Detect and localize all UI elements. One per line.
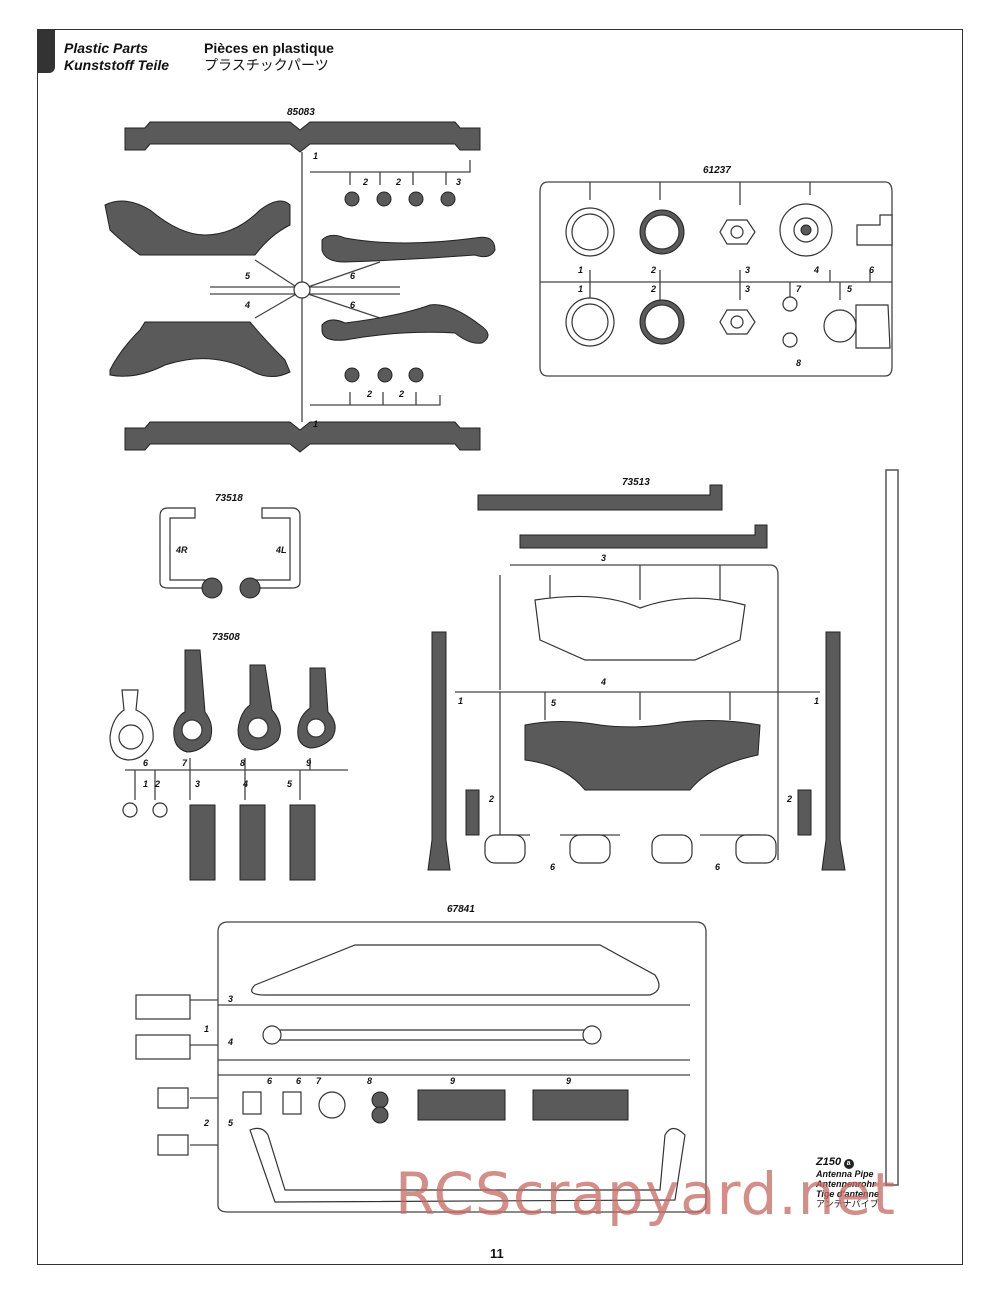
antenna-pipe (885, 469, 899, 1186)
svg-text:1: 1 (204, 1024, 209, 1034)
svg-text:5: 5 (287, 779, 293, 789)
tree-67841: 3 1 4 6 6 7 8 9 9 2 5 (135, 921, 707, 1213)
svg-text:3: 3 (745, 284, 750, 294)
part-number-73513: 73513 (622, 477, 650, 488)
antenna-code: Z150 (816, 1156, 842, 1168)
svg-text:4L: 4L (275, 545, 287, 555)
svg-text:2: 2 (650, 284, 656, 294)
svg-text:6: 6 (869, 265, 875, 275)
svg-text:6: 6 (296, 1076, 302, 1086)
svg-text:6: 6 (267, 1076, 273, 1086)
svg-text:4R: 4R (175, 545, 188, 555)
svg-text:2: 2 (650, 265, 656, 275)
tree-61237: 1 2 3 4 6 1 2 3 7 5 8 (539, 181, 893, 377)
svg-text:2: 2 (398, 389, 404, 399)
tree-73518: 4R 4L (159, 507, 301, 599)
antenna-badge: a (843, 1159, 854, 1169)
svg-text:1: 1 (313, 419, 318, 429)
svg-text:6: 6 (143, 758, 149, 768)
antenna-de: Antennenrohr (816, 1179, 876, 1189)
svg-text:7: 7 (182, 758, 188, 768)
tree-85083: 1 1 2 2 3 2 2 5 4 6 6 (104, 121, 496, 453)
antenna-jp: アンテナパイプ (816, 1199, 879, 1209)
svg-text:8: 8 (367, 1076, 372, 1086)
svg-text:3: 3 (745, 265, 750, 275)
svg-text:3: 3 (228, 994, 233, 1004)
title-en: Plastic Parts (64, 40, 149, 56)
svg-text:5: 5 (847, 284, 853, 294)
antenna-en: Antenna Pipe (816, 1169, 874, 1179)
svg-text:2: 2 (786, 794, 792, 804)
page-number: 11 (490, 1246, 504, 1261)
svg-text:2: 2 (362, 177, 368, 187)
svg-text:8: 8 (240, 758, 245, 768)
svg-text:2: 2 (366, 389, 372, 399)
svg-text:1: 1 (814, 696, 819, 706)
svg-text:1: 1 (313, 151, 318, 161)
part-number-67841: 67841 (447, 904, 475, 915)
svg-text:2: 2 (488, 794, 494, 804)
part-number-61237: 61237 (703, 165, 731, 176)
section-tab (37, 29, 55, 73)
page-frame (37, 29, 963, 1265)
svg-text:3: 3 (195, 779, 200, 789)
svg-text:7: 7 (316, 1076, 322, 1086)
svg-text:4: 4 (242, 779, 248, 789)
svg-text:6: 6 (350, 271, 356, 281)
part-number-73518: 73518 (215, 493, 243, 504)
svg-text:2: 2 (203, 1118, 209, 1128)
watermark: RCScrapyard.net (395, 1160, 896, 1228)
svg-text:3: 3 (601, 553, 606, 563)
antenna-callout: Z150 a Antenna Pipe Antennenrohr Tige d'… (816, 1156, 879, 1210)
antenna-fr: Tige d'antenne (816, 1189, 879, 1199)
svg-text:9: 9 (450, 1076, 455, 1086)
svg-text:6: 6 (350, 300, 356, 310)
svg-text:1: 1 (578, 284, 583, 294)
svg-text:3: 3 (456, 177, 461, 187)
title-fr: Pièces en plastique (204, 40, 334, 56)
svg-text:1: 1 (143, 779, 148, 789)
part-number-85083: 85083 (287, 107, 315, 118)
tree-73513: 3 4 5 1 1 2 2 6 6 (427, 484, 846, 872)
svg-text:6: 6 (550, 862, 556, 872)
svg-text:5: 5 (551, 698, 557, 708)
svg-text:2: 2 (395, 177, 401, 187)
svg-text:1: 1 (458, 696, 463, 706)
svg-text:7: 7 (796, 284, 802, 294)
svg-text:4: 4 (244, 300, 250, 310)
svg-text:9: 9 (566, 1076, 571, 1086)
svg-text:6: 6 (715, 862, 721, 872)
part-number-73508: 73508 (212, 632, 240, 643)
svg-text:5: 5 (245, 271, 251, 281)
svg-text:5: 5 (228, 1118, 234, 1128)
svg-text:4: 4 (813, 265, 819, 275)
svg-text:4: 4 (227, 1037, 233, 1047)
title-jp: プラスチックパーツ (204, 57, 329, 73)
svg-text:4: 4 (600, 677, 606, 687)
svg-text:2: 2 (154, 779, 160, 789)
svg-text:9: 9 (306, 758, 311, 768)
svg-text:1: 1 (578, 265, 583, 275)
svg-text:8: 8 (796, 358, 801, 368)
title-de: Kunststoff Teile (64, 57, 170, 73)
